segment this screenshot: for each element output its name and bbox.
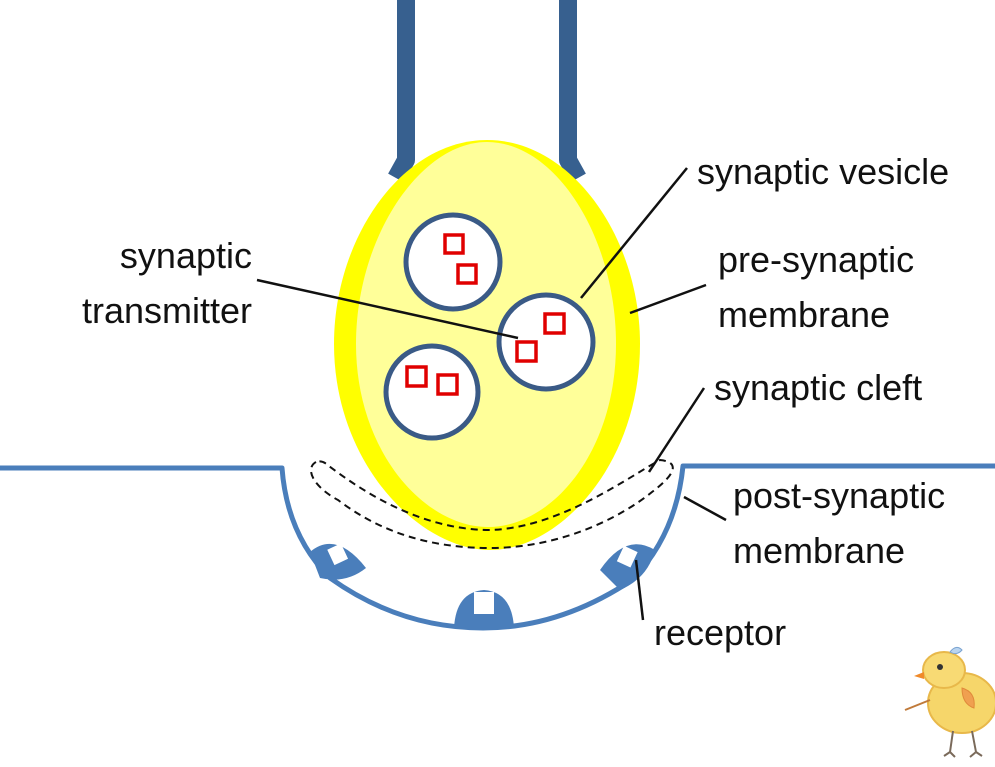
axon-right-wall	[559, 0, 586, 183]
transmitter-molecule	[543, 312, 566, 335]
leader-pre-synaptic-membrane	[629, 283, 707, 315]
label-receptor: receptor	[654, 612, 786, 653]
transmitter-molecule	[405, 365, 428, 388]
leader-post-synaptic-membrane	[683, 495, 727, 522]
label-post-synaptic-membrane-line1: post-synaptic	[733, 475, 945, 516]
label-post-synaptic-membrane-line2: membrane	[733, 530, 905, 571]
receptor-center	[454, 590, 514, 628]
synaptic-cleft-outline	[310, 458, 674, 550]
receptor-left	[310, 543, 366, 580]
axon-left-wall	[388, 0, 415, 183]
transmitter-molecule	[436, 373, 459, 396]
label-synaptic-cleft: synaptic cleft	[714, 367, 922, 408]
synaptic-vesicle-2	[496, 292, 596, 392]
transmitter-molecule	[456, 263, 478, 285]
leader-synaptic-cleft	[647, 387, 706, 473]
label-synaptic-transmitter-line1: synaptic	[120, 235, 252, 276]
chick-doodle-icon	[904, 646, 995, 758]
synaptic-vesicle-3	[383, 343, 481, 441]
receptor-right	[600, 544, 655, 590]
label-synaptic-vesicle: synaptic vesicle	[697, 151, 949, 192]
leader-synaptic-transmitter	[256, 278, 519, 340]
transmitter-molecule	[515, 340, 538, 363]
leader-synaptic-vesicle	[580, 167, 688, 299]
synaptic-vesicle-1	[403, 212, 503, 312]
label-synaptic-transmitter-line2: transmitter	[82, 290, 252, 331]
label-pre-synaptic-membrane-line1: pre-synaptic	[718, 239, 914, 280]
label-pre-synaptic-membrane-line2: membrane	[718, 294, 890, 335]
transmitter-molecule	[443, 233, 465, 255]
leader-receptor	[634, 559, 645, 621]
